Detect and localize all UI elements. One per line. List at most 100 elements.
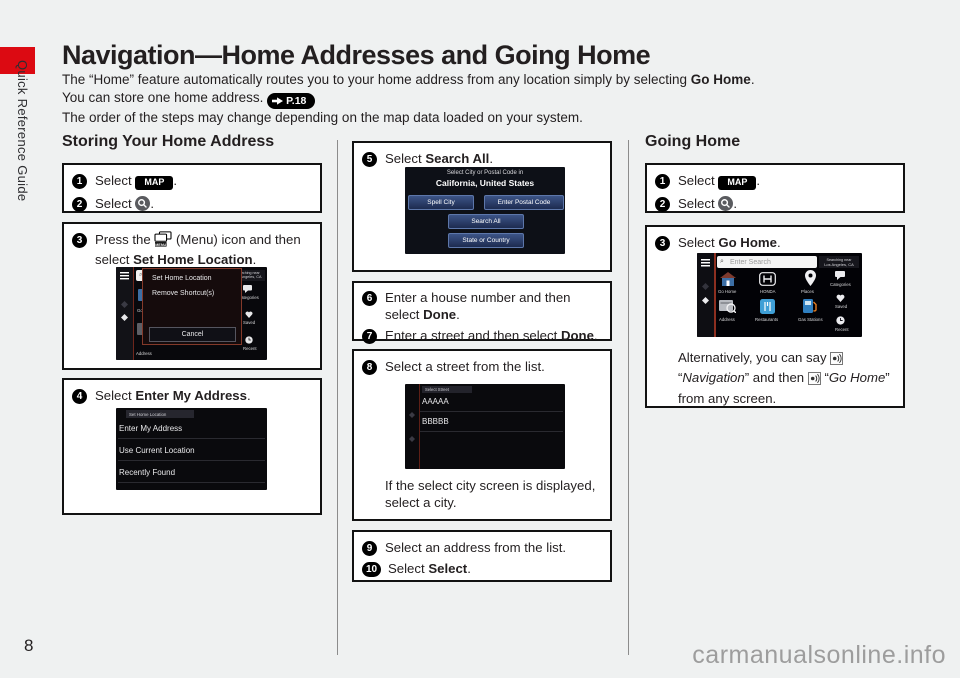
screenshot-select-street: Select Street AAAAA BBBBB — [405, 384, 565, 469]
nav-side-strip — [697, 253, 714, 337]
map-button-icon: MAP — [135, 176, 174, 190]
search-icon — [718, 196, 734, 215]
section-heading-going-home: Going Home — [645, 133, 741, 150]
talk-button-icon — [830, 352, 844, 369]
chapter-color-tab — [0, 47, 35, 74]
svg-text:MENU: MENU — [156, 243, 167, 247]
gas-stations-icon — [803, 299, 817, 313]
spell-city-button: Spell City — [408, 195, 474, 210]
step-2: 2 Select . — [655, 195, 895, 215]
instruction-box-8: 1 Select MAP. 2 Select . — [645, 163, 905, 213]
column-divider-left — [337, 140, 338, 655]
page-number: 8 — [24, 636, 34, 655]
screenshot-select-city: Select City or Postal Code in California… — [405, 167, 565, 254]
recent-clock-icon — [836, 316, 845, 325]
step-number: 8 — [362, 360, 377, 375]
step-6: 6 Enter a house number and then select D… — [362, 289, 602, 324]
hamburger-icon — [120, 272, 129, 280]
list-item: BBBBB — [422, 417, 449, 426]
list-item: Enter My Address — [119, 424, 183, 433]
shot-header: Select Street — [425, 387, 449, 392]
map-button-icon: MAP — [718, 176, 757, 190]
state-or-country-button: State or Country — [448, 233, 524, 248]
search-icon: ⌕ — [720, 258, 724, 265]
dialog-item-set-home: Set Home Location — [152, 275, 212, 282]
step-number: 3 — [655, 236, 670, 251]
categories-icon — [835, 271, 845, 280]
categories-icon — [243, 285, 252, 293]
list-item: AAAAA — [422, 397, 449, 406]
step-number: 1 — [72, 174, 87, 189]
voice-command-note: Alternatively, you can say “Navigation” … — [678, 350, 890, 406]
nav-search-bar: ⌕Enter Search — [717, 256, 817, 268]
enter-postal-code-button: Enter Postal Code — [484, 195, 564, 210]
instruction-box-9: 3 Select Go Home. ⌕Enter Search Searchin… — [645, 225, 905, 408]
step-1: 1 Select MAP. — [655, 172, 895, 190]
step-number: 10 — [362, 562, 381, 578]
step-number: 1 — [655, 174, 670, 189]
scroll-down-icon — [702, 297, 709, 304]
list-item: Recently Found — [119, 468, 176, 477]
step-number: 9 — [362, 541, 377, 556]
arrow-right-icon — [272, 97, 284, 105]
step-1: 1 Select MAP. — [72, 172, 312, 190]
instruction-box-5: 6 Enter a house number and then select D… — [352, 281, 612, 344]
hamburger-icon — [701, 259, 710, 267]
address-icon — [719, 300, 736, 313]
scroll-up-icon — [702, 283, 709, 290]
menu-icon: MENU — [154, 231, 172, 251]
page-title: Navigation—Home Addresses and Going Home — [62, 40, 651, 70]
shot-title-line1: Select City or Postal Code in — [446, 170, 524, 176]
restaurants-icon — [760, 299, 775, 314]
step-number: 4 — [72, 389, 87, 404]
column-divider-right — [628, 140, 629, 655]
step-3: 3 Press the MENU (Menu) icon and then se… — [72, 231, 312, 269]
section-heading-storing: Storing Your Home Address — [62, 133, 275, 150]
scroll-down-icon — [121, 314, 128, 321]
step-number: 2 — [655, 197, 670, 212]
honda-logo-icon — [759, 272, 776, 286]
scroll-up-icon — [409, 412, 415, 418]
instruction-box-6: 8 Select a street from the list. Select … — [352, 349, 612, 521]
talk-button-icon — [807, 372, 821, 389]
instruction-box-7: 9 Select an address from the list. 10 Se… — [352, 530, 612, 582]
scroll-down-icon — [409, 436, 415, 442]
places-pin-icon — [805, 270, 816, 286]
screenshot-set-home-location: Set Home Location Enter My Address Use C… — [116, 408, 267, 490]
step-2: 2 Select . — [72, 195, 312, 215]
recent-clock-icon — [245, 336, 253, 344]
instruction-box-2: 3 Press the MENU (Menu) icon and then se… — [62, 222, 322, 370]
step-number: 5 — [362, 152, 377, 167]
step-3: 3 Select Go Home. — [655, 234, 895, 251]
step-8: 8 Select a street from the list. — [362, 358, 602, 375]
step-10: 10 Select Select. — [362, 560, 602, 578]
instruction-box-3: 4 Select Enter My Address. Set Home Loca… — [62, 378, 322, 515]
list-item: Use Current Location — [119, 446, 195, 455]
intro-line-2: You can store one home address. P.18 — [62, 90, 316, 109]
instruction-box-1: 1 Select MAP. 2 Select . — [62, 163, 322, 213]
popup-dialog: Set Home Location Remove Shortcut(s) Can… — [142, 268, 242, 345]
step-7: 7 Enter a street and then select Done. — [362, 327, 602, 344]
shot-header: Set Home Location — [129, 411, 167, 417]
shot-title-line2: California, United States — [435, 178, 535, 188]
intro-line-3: The order of the steps may change depend… — [62, 110, 583, 125]
dialog-item-remove-shortcuts: Remove Shortcut(s) — [152, 290, 215, 297]
step-8-note: If the select city screen is displayed, … — [385, 478, 596, 511]
step-5: 5 Select Search All. — [362, 150, 602, 167]
page-ref-badge: P.18 — [267, 93, 316, 109]
watermark: carmanualsonline.info — [692, 641, 946, 669]
step-number: 7 — [362, 328, 377, 344]
sidebar-chapter-label: Quick Reference Guide — [15, 60, 30, 202]
step-9: 9 Select an address from the list. — [362, 539, 602, 556]
step-number: 2 — [72, 197, 87, 212]
step-number: 3 — [72, 233, 87, 248]
search-icon — [135, 196, 151, 215]
dialog-cancel-button: Cancel — [149, 327, 236, 342]
search-all-button: Search All — [448, 214, 524, 229]
nav-side-strip — [116, 267, 133, 360]
